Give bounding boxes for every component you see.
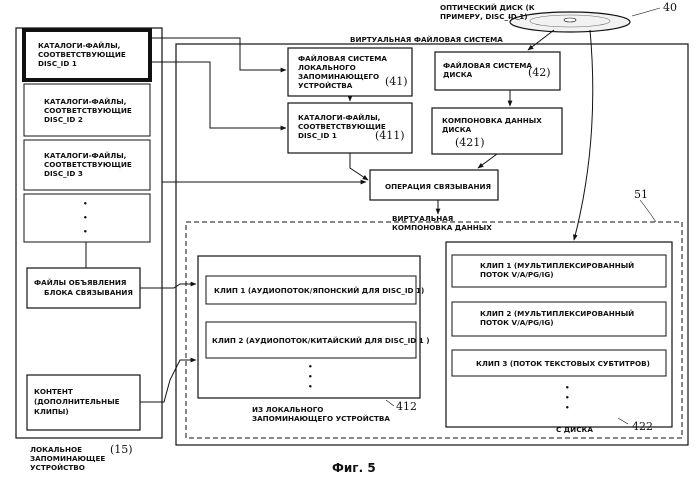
disc-fs-ref: (42) (528, 66, 551, 79)
catalog-disc1-vfs-ref: (411) (375, 129, 405, 142)
arrow-content-to-clips (140, 360, 196, 402)
disc-clip-1-line2: ПОТОК V/A/PG/IG) (480, 270, 554, 279)
binding-files-line1: ФАЙЛЫ ОБЪЯВЛЕНИЯ (34, 278, 126, 287)
local-clips-caption-2: ЗАПОМИНАЮЩЕГО УСТРОЙСТВА (252, 414, 390, 423)
local-fs-line3: ЗАПОМИНАЮЩЕГО (298, 72, 379, 81)
arrow-disc-to-disc-fs (528, 30, 554, 50)
optical-disc-ref: 40 (663, 1, 677, 14)
arrow-layout-to-binding (478, 154, 497, 168)
virtual-fs-frame (176, 44, 688, 445)
disc-fs-line2: ДИСКА (443, 70, 473, 79)
disc-clips-caption: С ДИСКА (556, 425, 593, 434)
catalog-disc2-line3: DISC_ID 2 (44, 115, 83, 124)
local-fs-ref: (41) (385, 75, 408, 88)
disc-clip-dot-2: • (565, 393, 570, 402)
disc-clip-2-line2: ПОТОК V/A/PG/IG) (480, 318, 554, 327)
catalog-disc2-line2: СООТВЕТСТВУЮЩИЕ (44, 106, 132, 115)
disc-layout-ref: (421) (455, 136, 485, 149)
virtual-fs-title: ВИРТУАЛЬНАЯ ФАЙЛОВАЯ СИСТЕМА (350, 35, 503, 44)
local-clips-caption-1: ИЗ ЛОКАЛЬНОГО (252, 405, 323, 414)
catalog-disc1-line3: DISC_ID 1 (38, 59, 77, 68)
optical-disc-label-1: ОПТИЧЕСКИЙ ДИСК (К (440, 3, 535, 12)
catalog-disc2-line1: КАТАЛОГИ-ФАЙЛЫ, (44, 97, 126, 106)
virtual-layout-title-2: КОМПОНОВКА ДАННЫХ (392, 223, 492, 232)
catalog-disc1-vfs-line3: DISC_ID 1 (298, 131, 337, 140)
catalog-disc1-line1: КАТАЛОГИ-ФАЙЛЫ, (38, 41, 120, 50)
local-storage-caption-2: ЗАПОМИНАЮЩЕЕ (30, 454, 105, 463)
disc-clip-dot-3: • (565, 403, 570, 412)
disc-ref-leader (632, 8, 660, 16)
disc-layout-line1: КОМПОНОВКА ДАННЫХ (442, 116, 542, 125)
catalog-disc3-line2: СООТВЕТСТВУЮЩИЕ (44, 160, 132, 169)
local-clip-dot-2: • (308, 372, 313, 381)
binding-files-line2: БЛОКА СВЯЗЫВАНИЯ (44, 288, 133, 297)
disc-fs-line1: ФАЙЛОВАЯ СИСТЕМА (443, 61, 532, 70)
local-clips-ref-leader (386, 400, 394, 406)
local-clip-dot-3: • (308, 382, 313, 391)
catalog-disc3-line1: КАТАЛОГИ-ФАЙЛЫ, (44, 151, 126, 160)
arrow-binding-files-to-clips (140, 284, 196, 288)
local-clip-dot-1: • (308, 362, 313, 371)
catalog-more-dot-2: • (83, 213, 88, 222)
disc-layout-line2: ДИСКА (442, 125, 472, 134)
disc-clips-ref-leader (618, 418, 628, 424)
optical-disc (510, 12, 630, 32)
local-clip-1-label: КЛИП 1 (АУДИОПОТОК/ЯПОНСКИЙ ДЛЯ DISC_ID … (214, 286, 424, 295)
content-line2: (ДОПОЛНИТЕЛЬНЫЕ (34, 397, 120, 406)
binding-operation-label: ОПЕРАЦИЯ СВЯЗЫВАНИЯ (385, 182, 491, 191)
disc-clip-1-line1: КЛИП 1 (МУЛЬТИПЛЕКСИРОВАННЫЙ (480, 261, 634, 270)
local-clips-ref: 412 (396, 400, 417, 413)
content-line1: КОНТЕНТ (34, 387, 73, 396)
catalog-disc1-line2: СООТВЕТСТВУЮЩИЕ (38, 50, 126, 59)
virtual-layout-ref-leader (640, 200, 656, 222)
local-storage-ref: (15) (110, 443, 133, 456)
optical-disc-label-2: ПРИМЕРУ, DISC_ID 1) (440, 12, 528, 21)
catalog-more-dot-1: • (83, 199, 88, 208)
disc-clip-2-line1: КЛИП 2 (МУЛЬТИПЛЕКСИРОВАННЫЙ (480, 309, 634, 318)
arrow-catalog-to-binding (350, 153, 368, 180)
disc-clip-3-label: КЛИП 3 (ПОТОК ТЕКСТОВЫХ СУБТИТРОВ) (476, 359, 650, 368)
catalog-disc3-line3: DISC_ID 3 (44, 169, 83, 178)
local-storage-caption-3: УСТРОЙСТВО (30, 463, 85, 472)
virtual-layout-title-1: ВИРТУАЛЬНАЯ (392, 214, 453, 223)
local-fs-line4: УСТРОЙСТВА (298, 81, 353, 90)
figure-caption: Фиг. 5 (332, 461, 376, 475)
disc-clip-dot-1: • (565, 383, 570, 392)
disc-clips-ref: 422 (632, 420, 653, 433)
catalog-disc1-vfs-line1: КАТАЛОГИ-ФАЙЛЫ, (298, 113, 380, 122)
catalog-more-dot-3: • (83, 227, 88, 236)
content-line3: КЛИПЫ) (34, 407, 69, 416)
local-storage-caption-1: ЛОКАЛЬНОЕ (30, 445, 82, 454)
local-fs-line1: ФАЙЛОВАЯ СИСТЕМА (298, 54, 387, 63)
arrow-catalog-to-vfs-catalog (150, 62, 286, 128)
arrow-catalog-to-local-fs (150, 38, 286, 70)
arrow-disc-to-disc-clips (574, 30, 593, 240)
local-clip-2-label: КЛИП 2 (АУДИОПОТОК/КИТАЙСКИЙ ДЛЯ DISC_ID… (212, 336, 430, 345)
virtual-layout-ref: 51 (634, 188, 648, 201)
local-fs-line2: ЛОКАЛЬНОГО (298, 63, 356, 72)
catalog-disc1-vfs-line2: СООТВЕТСТВУЮЩИЕ (298, 122, 386, 131)
